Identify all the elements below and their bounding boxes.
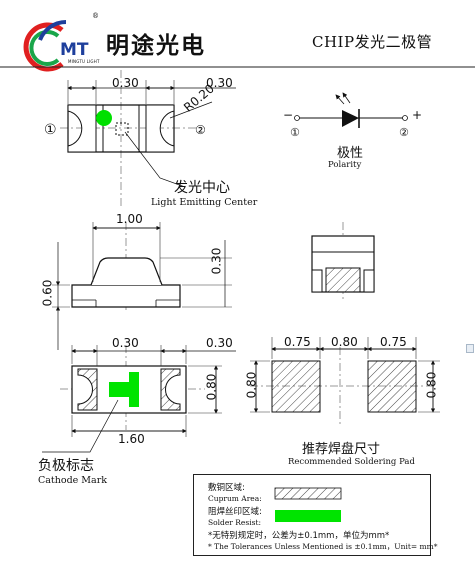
bottom-dim-left: 0.30 bbox=[112, 336, 139, 350]
cathode-mark-green bbox=[109, 372, 139, 407]
logo-subtext: MINGTU LIGHT bbox=[68, 59, 100, 64]
polarity-plus: + bbox=[412, 108, 423, 122]
side-height-dim: 0.60 bbox=[40, 279, 55, 307]
polarity-pin2: ② bbox=[399, 126, 409, 139]
brand-name: 明途光电 bbox=[106, 33, 206, 59]
header: ® MINGTU LIGHT 明途光电 CHIP发光二极管 bbox=[0, 0, 475, 70]
top-dim-right: 0.30 bbox=[206, 76, 233, 90]
top-pin1: ① bbox=[44, 122, 57, 138]
emitting-center bbox=[115, 122, 129, 136]
top-pin2: ② bbox=[195, 123, 206, 137]
solder-pad-view bbox=[250, 337, 440, 425]
legend-note-cn: *无特别规定时，公差为±0.1mm，单位为mm* bbox=[208, 531, 390, 541]
emitting-center-label-en: Light Emitting Center bbox=[151, 197, 258, 208]
bottom-dim-right: 0.30 bbox=[206, 336, 233, 350]
pad-dim-2: 0.75 bbox=[380, 335, 407, 349]
pad-height-right: 0.80 bbox=[424, 371, 439, 399]
polarity-label-en: Polarity bbox=[328, 160, 362, 170]
green-marker bbox=[96, 110, 112, 126]
emitting-center-label-cn: 发光中心 bbox=[174, 180, 230, 196]
bottom-height-dim: 0.80 bbox=[204, 373, 219, 401]
bottom-length-dim: 1.60 bbox=[118, 432, 145, 446]
registered-mark: ® bbox=[92, 12, 99, 20]
company-logo: MT bbox=[23, 20, 89, 72]
product-title: CHIP发光二极管 bbox=[312, 33, 433, 51]
polarity-pin1: ① bbox=[290, 126, 300, 139]
legend-box: 敷铜区域: Cuprum Area: 阻焊丝印区域: Solder Resist… bbox=[193, 474, 438, 556]
legend-swatches bbox=[274, 487, 342, 522]
legend-resist-en: Solder Resist: bbox=[208, 518, 261, 527]
side-width-dim: 1.00 bbox=[116, 212, 143, 226]
polarity-symbol bbox=[294, 92, 408, 128]
cathode-label-en: Cathode Mark bbox=[38, 475, 108, 486]
bottom-view bbox=[42, 345, 236, 453]
cathode-label-cn: 负极标志 bbox=[38, 458, 94, 474]
legend-resist-cn: 阻焊丝印区域: bbox=[208, 507, 262, 517]
logo-letters: MT bbox=[60, 40, 89, 60]
end-view bbox=[311, 222, 375, 302]
legend-cuprum-cn: 敷铜区域: bbox=[208, 483, 245, 493]
side-lens-dim: 0.30 bbox=[209, 247, 224, 275]
solder-pad-label-cn: 推荐焊盘尺寸 bbox=[302, 442, 381, 457]
top-dim-left: 0.30 bbox=[112, 76, 139, 90]
pad-dim-gap: 0.80 bbox=[331, 335, 358, 349]
pad-dim-1: 0.75 bbox=[284, 335, 311, 349]
pad-height-left: 0.80 bbox=[244, 371, 259, 399]
cuprum-swatch bbox=[274, 487, 342, 500]
legend-note-en: * The Tolerances Unless Mentioned is ±0.… bbox=[208, 542, 438, 551]
top-view bbox=[60, 70, 236, 208]
solder-pad-label-en: Recommended Soldering Pad bbox=[288, 457, 415, 467]
side-view bbox=[52, 222, 232, 350]
polarity-label-cn: 极性 bbox=[337, 146, 364, 161]
legend-cuprum-en: Cuprum Area: bbox=[208, 494, 262, 503]
side-handle-icon[interactable] bbox=[466, 344, 474, 353]
solder-resist-swatch bbox=[275, 510, 341, 522]
polarity-minus: − bbox=[283, 108, 294, 122]
